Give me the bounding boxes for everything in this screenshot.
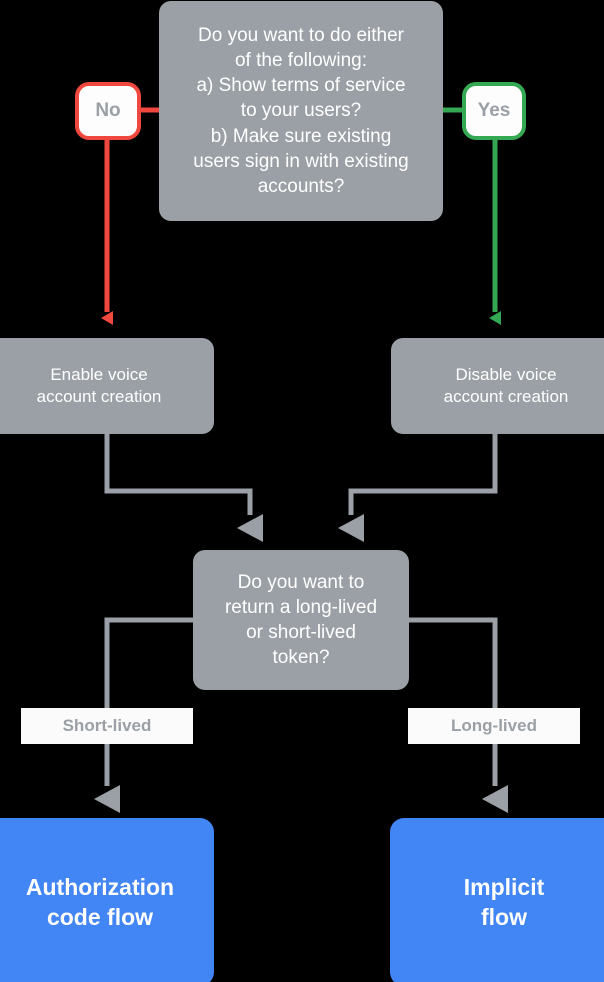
edge-token-to-implicit-flow [409,617,508,813]
node-enable-voice-account-creation[interactable]: Enable voice account creation [0,338,214,434]
token-question-text: Do you want to return a long-lived or sh… [224,571,378,669]
branch-chip-no-label: No [95,100,121,121]
top-question-text: Do you want to do either of the followin… [193,25,409,197]
disable-voice-text: Disable voice account creation [443,364,569,406]
edge-token-to-authorization-code-flow [94,617,193,813]
authorization-code-flow-text: Authorization code flow [25,873,175,930]
edge-disable-to-token-question [338,434,498,542]
edge-enable-to-token-question [104,434,263,542]
node-disable-voice-account-creation[interactable]: Disable voice account creation [391,338,604,434]
node-token-question[interactable]: Do you want to return a long-lived or sh… [193,550,409,690]
branch-chip-yes[interactable]: Yes [462,82,526,140]
node-top-question[interactable]: Do you want to do either of the followin… [159,1,443,221]
edge-label-long-lived-text: Long-lived [451,716,537,735]
node-authorization-code-flow[interactable]: Authorization code flow [0,818,214,982]
edge-label-short-lived: Short-lived [21,708,193,744]
branch-chip-yes-label: Yes [477,100,511,121]
implicit-flow-text: Implicit flow [463,873,545,930]
edge-label-short-lived-text: Short-lived [62,716,152,735]
enable-voice-text: Enable voice account creation [36,364,162,406]
edge-label-long-lived: Long-lived [408,708,580,744]
node-implicit-flow[interactable]: Implicit flow [390,818,604,982]
branch-chip-no[interactable]: No [75,82,141,140]
